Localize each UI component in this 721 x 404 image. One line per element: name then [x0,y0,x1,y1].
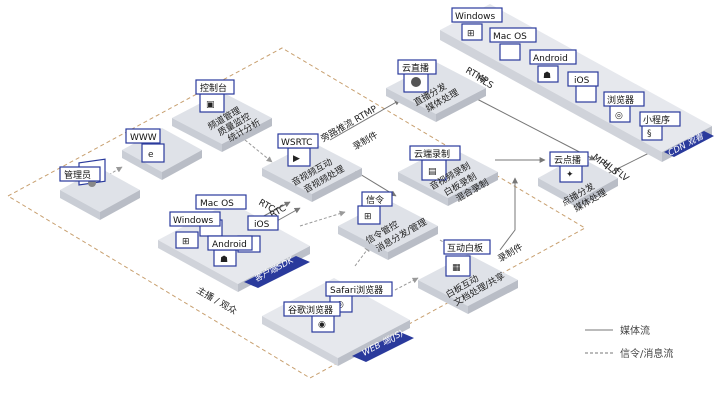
node-www: e WWW [122,128,202,180]
cdn-tag-macos: Mac OS [493,32,527,42]
edge-vod-cdn [604,149,656,176]
globe-icon: e [148,150,154,160]
legend: 媒体流 信令/消息流 [585,324,673,360]
cdn-tag-windows: Windows [455,12,495,22]
legend-media-label: 媒体流 [620,324,650,337]
cdn-android-icon: ☗ [543,71,551,81]
cdn-tag-miniprogram: 小程序 [643,114,670,126]
web-tag-safari: Safari浏览器 [330,284,383,296]
edge-label-record2: 录制件 [496,241,525,265]
node-signal: ⊞ 信令 信令管控 消息分发/管理 [338,191,438,260]
record-icon: ▤ [428,167,437,177]
edge-sdk-wsrtc-1 [259,201,291,219]
video-icon: ▶ [293,154,300,164]
legend-signal-label: 信令/消息流 [620,347,673,360]
web-tag-chrome: 谷歌浏览器 [288,304,333,316]
node-admin-tag: 管理员 [64,169,91,181]
cdn-browser-icon: ◎ [615,111,623,121]
monitor-icon: ▣ [206,100,215,110]
node-www-tag: WWW [130,133,157,143]
edge-whiteboard-record [499,177,518,251]
node-wsrtc: ▶ WSRTC 音视频互动 音视频处理 [262,133,362,202]
cdn-tag-android: Android [533,54,568,64]
android-icon: ☗ [220,255,228,265]
cdn-tag-browser: 浏览器 [607,94,634,106]
whiteboard-icon: ▦ [452,263,461,273]
node-console: ▣ 控制台 频道管理 质量监控 统计分析 [172,79,272,152]
node-whiteboard-tag: 互动白板 [447,242,483,254]
platform-cdn: ⊞ ☗ ◎ § Windows Mac OS Android iOS 浏览器 小… [440,4,714,162]
edge-live-cdn [474,97,596,161]
anchor-audience-region [6,47,587,379]
node-record-tag: 云端录制 [414,148,450,160]
cdn-label-bg [664,131,714,157]
edge-sdk-signal [299,210,346,227]
platform-web: ◉ ◎ Safari浏览器 谷歌浏览器 WEB 端(JS) [262,278,414,366]
edge-wsrtc-live [329,99,401,141]
edge-label-record1: 录制件 [351,129,380,153]
client-sdk-tag-ios: iOS [254,220,270,230]
edge-admin-www [99,166,123,181]
signal-icon: ⊞ [364,212,372,222]
windows-icon: ⊞ [182,237,190,247]
node-wsrtc-tag: WSRTC [281,138,312,148]
node-admin: 管理员 [59,158,140,220]
node-record: ▤ 云端录制 音视频录制 白板录制 混合录制 [398,145,498,206]
edge-console-wsrtc [244,139,273,163]
node-live-tag: 云直播 [402,62,429,74]
platform-client-sdk: ⊞ ☗ Mac OS Windows iOS Android 客户端SDK [158,194,310,292]
cdn-miniprogram-icon: § [647,129,652,139]
node-signal-tag: 信令 [366,194,384,206]
client-sdk-tag-android: Android [212,240,247,250]
region-label: 主播 / 观众 [195,284,240,317]
client-sdk-tag-macos: Mac OS [200,199,234,209]
edge-web-whiteboard [394,277,419,291]
cdn-tag-ios: iOS [574,76,590,86]
client-sdk-tag-windows: Windows [173,216,213,226]
node-console-tag: 控制台 [200,82,227,94]
node-vod-tag: 云点播 [554,154,581,166]
distribute-icon: ✦ [566,170,574,180]
live-icon [411,77,421,87]
node-live: 云直播 直播分发 媒体处理 [386,59,486,122]
cdn-windows-icon: ⊞ [467,29,475,39]
client-sdk-label-bg [244,256,310,288]
chrome-icon: ◉ [318,320,326,330]
web-label-bg [352,332,414,362]
